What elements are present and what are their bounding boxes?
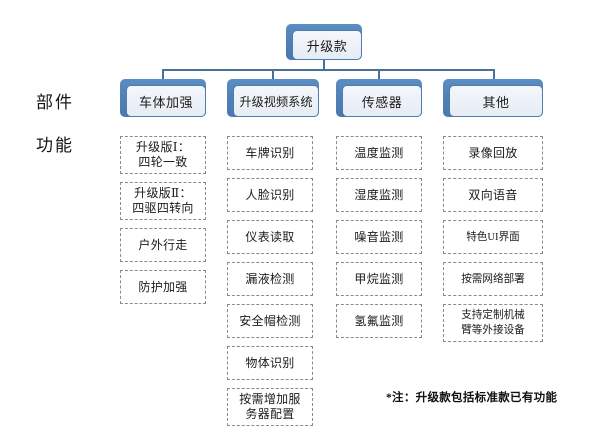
feature-label: 升级版Ⅰ：四轮一致 — [135, 140, 191, 169]
connector-horizontal-bus — [162, 69, 493, 71]
feature-label: 支持定制机械臂等外接设备 — [461, 310, 525, 336]
row-label-functions: 功能 — [36, 136, 74, 155]
node-category-1-plate: 升级视频系统 — [233, 85, 319, 117]
feature-box[interactable]: 按需网络部署 — [443, 262, 543, 296]
feature-box[interactable]: 仪表读取 — [227, 220, 313, 254]
feature-box[interactable]: 录像回放 — [443, 136, 543, 170]
feature-box[interactable]: 防护加强 — [120, 270, 206, 304]
feature-box[interactable]: 人脸识别 — [227, 178, 313, 212]
connector-drop-2 — [378, 69, 380, 80]
feature-label: 温度监测 — [354, 145, 404, 160]
feature-label: 防护加强 — [138, 279, 188, 294]
connector-drop-0 — [162, 69, 164, 80]
footnote: *注：升级款包括标准款已有功能 — [386, 392, 558, 404]
feature-box[interactable]: 湿度监测 — [336, 178, 422, 212]
feature-column-0: 升级版Ⅰ：四轮一致升级版Ⅱ：四驱四转向户外行走防护加强 — [120, 136, 206, 312]
feature-box[interactable]: 氢氟监测 — [336, 304, 422, 338]
feature-label: 人脸识别 — [245, 187, 295, 202]
feature-label: 噪音监测 — [354, 229, 404, 244]
feature-label: 录像回放 — [468, 145, 518, 160]
feature-box[interactable]: 安全帽检测 — [227, 304, 313, 338]
feature-box[interactable]: 物体识别 — [227, 346, 313, 380]
feature-label: 湿度监测 — [354, 187, 404, 202]
feature-box[interactable]: 特色UI界面 — [443, 220, 543, 254]
feature-box[interactable]: 噪音监测 — [336, 220, 422, 254]
node-category-2[interactable]: 传感器 — [336, 79, 422, 117]
feature-column-2: 温度监测湿度监测噪音监测甲烷监测氢氟监测 — [336, 136, 422, 346]
node-root-plate: 升级款 — [292, 30, 362, 60]
feature-label: 特色UI界面 — [466, 231, 520, 243]
node-category-0[interactable]: 车体加强 — [120, 79, 206, 117]
node-category-1[interactable]: 升级视频系统 — [227, 79, 319, 117]
feature-box[interactable]: 漏液检测 — [227, 262, 313, 296]
feature-box[interactable]: 升级版Ⅱ：四驱四转向 — [120, 182, 206, 220]
feature-label: 户外行走 — [138, 237, 188, 252]
node-category-3-label: 其他 — [482, 94, 510, 110]
feature-box[interactable]: 按需增加服务器配置 — [227, 388, 313, 426]
feature-box[interactable]: 双向语音 — [443, 178, 543, 212]
feature-box[interactable]: 支持定制机械臂等外接设备 — [443, 304, 543, 342]
feature-label: 甲烷监测 — [354, 271, 404, 286]
feature-column-3: 录像回放双向语音特色UI界面按需网络部署支持定制机械臂等外接设备 — [443, 136, 543, 350]
node-category-0-label: 车体加强 — [138, 94, 193, 110]
feature-label: 漏液检测 — [245, 271, 295, 286]
feature-label: 物体识别 — [245, 355, 295, 370]
feature-label: 按需网络部署 — [461, 273, 525, 285]
feature-box[interactable]: 户外行走 — [120, 228, 206, 262]
feature-box[interactable]: 升级版Ⅰ：四轮一致 — [120, 136, 206, 174]
feature-box[interactable]: 温度监测 — [336, 136, 422, 170]
feature-box[interactable]: 车牌识别 — [227, 136, 313, 170]
feature-label: 车牌识别 — [245, 145, 295, 160]
node-category-2-label: 传感器 — [361, 94, 403, 110]
connector-root-stem — [323, 60, 325, 70]
node-category-3[interactable]: 其他 — [443, 79, 543, 117]
row-label-parts: 部件 — [36, 93, 74, 112]
node-category-0-plate: 车体加强 — [126, 85, 206, 117]
feature-label: 按需增加服务器配置 — [239, 392, 301, 421]
feature-label: 安全帽检测 — [239, 313, 301, 328]
feature-label: 升级版Ⅱ：四驱四转向 — [132, 186, 194, 215]
feature-label: 双向语音 — [468, 187, 518, 202]
feature-box[interactable]: 甲烷监测 — [336, 262, 422, 296]
feature-label: 仪表读取 — [245, 229, 295, 244]
connector-drop-3 — [493, 69, 495, 80]
feature-column-1: 车牌识别人脸识别仪表读取漏液检测安全帽检测物体识别按需增加服务器配置 — [227, 136, 313, 434]
node-category-3-plate: 其他 — [449, 85, 543, 117]
node-category-1-label: 升级视频系统 — [239, 95, 313, 109]
node-category-2-plate: 传感器 — [342, 85, 422, 117]
feature-label: 氢氟监测 — [354, 313, 404, 328]
connector-drop-1 — [272, 69, 274, 80]
node-root[interactable]: 升级款 — [286, 24, 362, 60]
node-root-label: 升级款 — [306, 38, 348, 54]
